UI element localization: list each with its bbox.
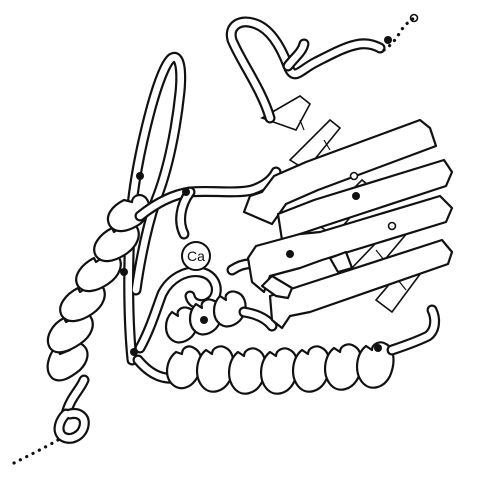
marker-open-circle <box>351 173 358 180</box>
marker-dot <box>130 348 138 356</box>
calcium-ion: Ca <box>182 242 210 270</box>
marker-dot <box>182 188 190 196</box>
marker-dot <box>200 316 208 324</box>
marker-dot <box>120 268 128 276</box>
marker-dot <box>136 172 144 180</box>
marker-dot <box>384 36 392 44</box>
beta-sheet-front <box>244 120 452 328</box>
marker-dot <box>352 192 360 200</box>
marker-dot <box>374 344 382 352</box>
n-terminus-dotted <box>384 18 414 50</box>
marker-dot <box>286 250 294 258</box>
c-terminus-dotted <box>8 440 58 466</box>
middle-helix <box>166 291 272 342</box>
calcium-ion-label: Ca <box>187 248 205 264</box>
marker-open-circle <box>389 223 396 230</box>
